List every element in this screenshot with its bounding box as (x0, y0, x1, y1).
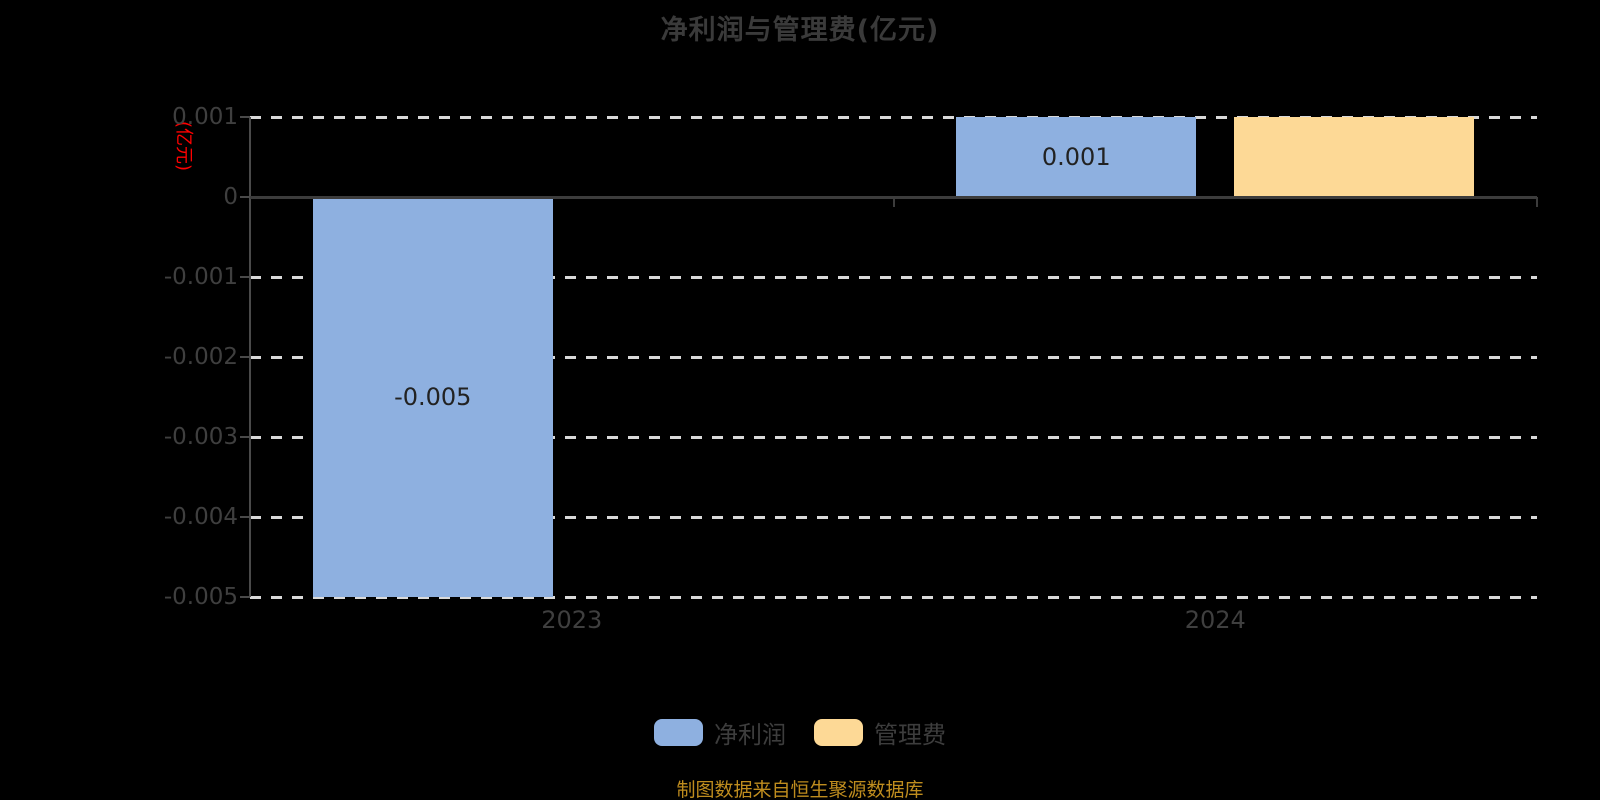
y-axis-tick (240, 276, 250, 278)
y-tick-label: 0 (223, 184, 238, 210)
x-axis-label-2023: 2023 (541, 606, 603, 634)
y-tick-label: -0.002 (163, 344, 238, 370)
bar-净利润-2023[interactable] (312, 197, 553, 597)
y-tick-label: -0.004 (163, 504, 238, 530)
y-axis-tick (240, 116, 250, 118)
y-tick-label: -0.005 (163, 584, 238, 610)
y-axis-tick (240, 356, 250, 358)
y-axis-tick (240, 516, 250, 518)
y-tick-label: -0.003 (163, 424, 238, 450)
gridline (250, 515, 1537, 519)
gridline (250, 435, 1537, 439)
legend: 净利润 管理费 (0, 715, 1600, 750)
bar-value-label: 0.001 (1041, 143, 1111, 171)
management-fee-swatch-icon (814, 719, 863, 746)
gridline (250, 115, 1537, 119)
gridline (250, 275, 1537, 279)
x-axis-tick (1536, 197, 1538, 207)
data-source-note: 制图数据来自恒生聚源数据库 (676, 779, 924, 800)
bar-净利润-2024[interactable] (956, 117, 1197, 197)
chart-title: 净利润与管理费(亿元) (660, 15, 940, 46)
bar-value-label: -0.005 (394, 383, 472, 411)
y-axis-tick (240, 196, 250, 198)
gridline (250, 355, 1537, 359)
legend-label-net-profit: 净利润 (714, 721, 786, 749)
y-tick-label: 0.001 (172, 104, 238, 130)
y-axis-tick (240, 436, 250, 438)
y-axis-tick (240, 596, 250, 598)
y-tick-label: -0.001 (163, 264, 238, 290)
legend-label-management-fee: 管理费 (874, 721, 946, 749)
x-axis-label-2024: 2024 (1184, 606, 1246, 634)
net-profit-swatch-icon (654, 719, 703, 746)
legend-item-management-fee[interactable]: 管理费 (814, 715, 946, 750)
y-axis-line (249, 117, 251, 597)
bar-管理费-2024[interactable] (1234, 117, 1475, 197)
legend-item-net-profit[interactable]: 净利润 (654, 715, 786, 750)
x-axis-tick (892, 197, 895, 207)
gridline (250, 595, 1537, 599)
